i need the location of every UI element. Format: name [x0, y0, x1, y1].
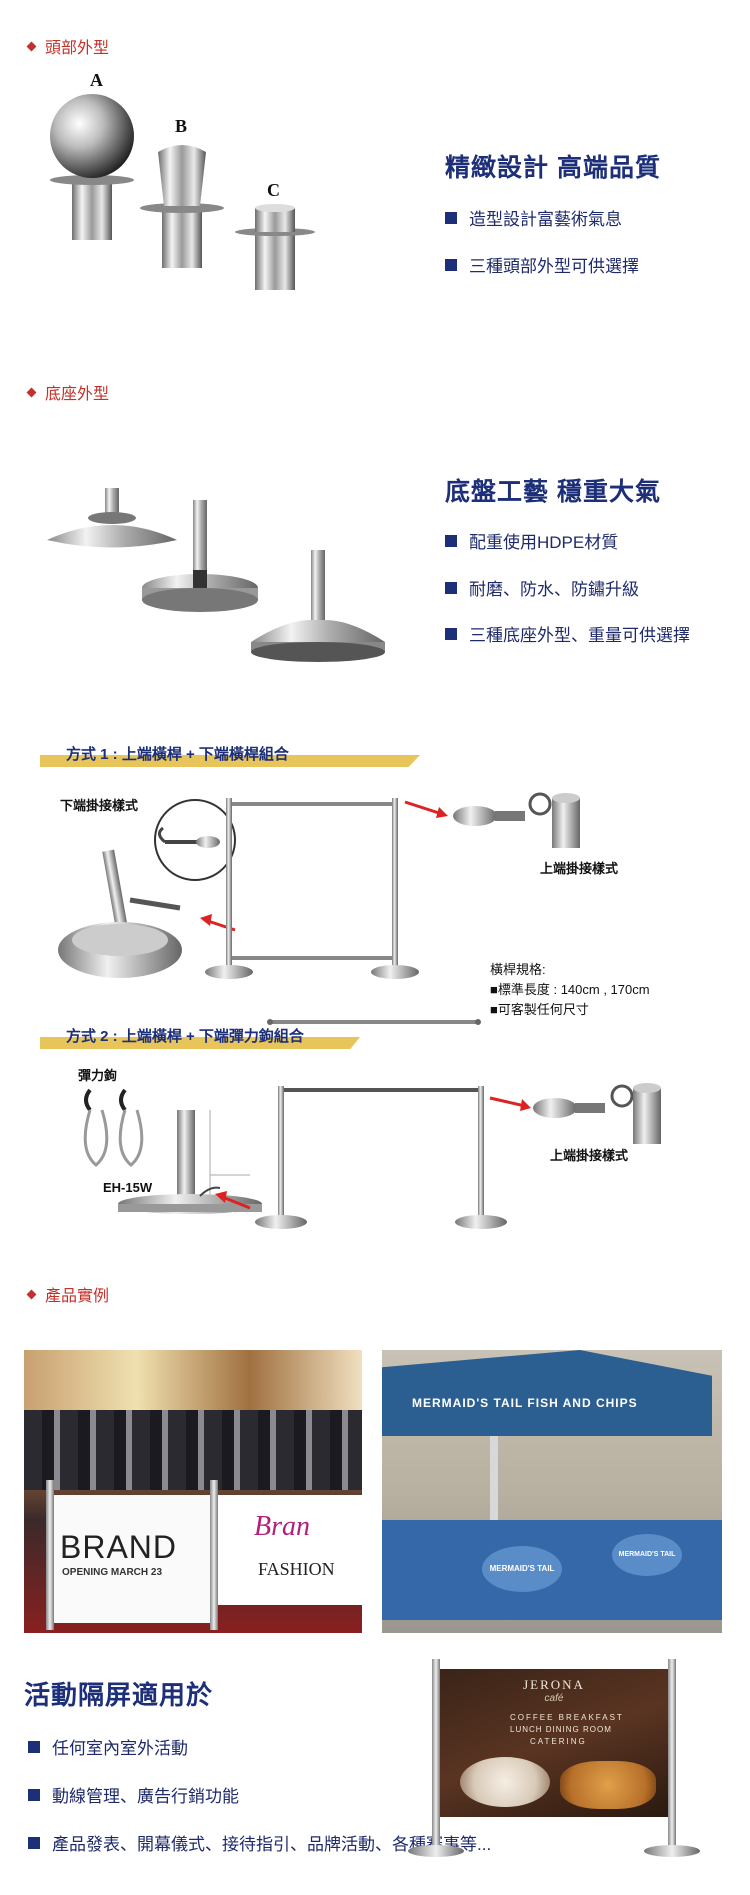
- arrow-icon: [215, 1191, 227, 1203]
- hook-icon: [84, 1088, 92, 1112]
- head-c-top: [255, 204, 295, 212]
- method1-illustration: [58, 792, 580, 1025]
- hook-model: EH-15W: [103, 1180, 153, 1195]
- base-cone-disc: [47, 525, 177, 548]
- usage-bullet: 任何室內室外活動: [28, 1734, 188, 1759]
- section-heading-text: 產品實例: [45, 1288, 110, 1305]
- base-feature-title: 底盤工藝 穩重大氣: [445, 478, 661, 506]
- head-c-letter: C: [267, 180, 280, 200]
- arrow-icon: [520, 1099, 531, 1111]
- brand-banner: BRAND OPENING MARCH 23: [54, 1495, 214, 1623]
- photo-jerona-stand: JERONA café COFFEE BREAKFAST LUNCH DININ…: [404, 1653, 704, 1863]
- arrow-icon: [200, 914, 212, 926]
- square-bullet-icon: [445, 534, 457, 547]
- jerona-banner: JERONA café COFFEE BREAKFAST LUNCH DININ…: [440, 1669, 668, 1817]
- head-feature-title: 精緻設計 高端品質: [445, 154, 661, 182]
- head-a-collar: [50, 175, 134, 185]
- section-heading-base-shapes: 底座外型: [26, 380, 110, 404]
- arrow-icon: [436, 807, 448, 818]
- base-feature-bullet: 耐磨、防水、防鏽升級: [445, 575, 639, 600]
- section-heading-text: 頭部外型: [45, 40, 110, 57]
- head-c-post: [255, 232, 295, 290]
- method1-banner: 方式 1 : 上端橫桿 + 下端橫桿組合: [40, 743, 420, 769]
- croissant: [560, 1761, 656, 1809]
- square-bullet-icon: [445, 581, 457, 594]
- method1-upper-label: 上端掛接樣式: [540, 861, 619, 876]
- head-feature-bullet: 造型設計富藝術氣息: [445, 205, 622, 230]
- diamond-icon: [26, 387, 37, 397]
- square-bullet-icon: [28, 1836, 40, 1849]
- section-heading-head-shapes: 頭部外型: [26, 34, 110, 58]
- base-shapes-illustration: [47, 488, 385, 662]
- photo-mermaid-cafe: MERMAID'S TAIL FISH AND CHIPS MERMAID'S …: [382, 1350, 722, 1633]
- section-heading-examples: 產品實例: [26, 1282, 110, 1306]
- method2-banner: 方式 2 : 上端橫桿 + 下端彈力鉤組合: [40, 1025, 360, 1051]
- head-a-ball: [50, 94, 134, 178]
- section-heading-text: 底座外型: [45, 386, 110, 403]
- fashion-banner: Bran FASHION: [214, 1495, 362, 1605]
- umbrella: [382, 1350, 712, 1436]
- method2-upper-label: 上端掛接樣式: [550, 1148, 629, 1163]
- head-shapes-illustration: A B C: [50, 70, 315, 290]
- head-b-cone: [158, 145, 206, 206]
- usage-bullet: 動線管理、廣告行銷功能: [28, 1782, 239, 1807]
- method2-title: 方式 2 : 上端橫桿 + 下端彈力鉤組合: [66, 1028, 304, 1045]
- method1-title: 方式 1 : 上端橫桿 + 下端橫桿組合: [66, 746, 289, 763]
- coffee-cup: [460, 1757, 550, 1807]
- spec-line: ■可客製任何尺寸: [490, 1002, 589, 1017]
- method2-illustration: [83, 1083, 661, 1229]
- square-bullet-icon: [445, 627, 457, 640]
- base-feature-bullet: 配重使用HDPE材質: [445, 528, 618, 553]
- spec-line: ■標準長度 : 140cm , 170cm: [490, 982, 650, 997]
- mermaid-barrier: MERMAID'S TAIL MERMAID'S TAIL: [382, 1520, 722, 1620]
- head-b-collar: [140, 203, 224, 213]
- head-a-letter: A: [90, 70, 103, 90]
- diamond-icon: [26, 1289, 37, 1299]
- diamond-icon: [26, 41, 37, 51]
- method1-lower-label: 下端掛接樣式: [60, 798, 139, 813]
- hook-label: 彈力鉤: [78, 1068, 118, 1083]
- usage-bullet: 產品發表、開幕儀式、接待指引、品牌活動、各種賽事等...: [28, 1830, 491, 1855]
- base-feature-bullet: 三種底座外型、重量可供選擇: [445, 621, 690, 646]
- crossbar-spec: 橫桿規格: ■標準長度 : 140cm , 170cm ■可客製任何尺寸: [490, 960, 650, 1020]
- head-b-letter: B: [175, 116, 187, 136]
- head-feature-bullet: 三種頭部外型可供選擇: [445, 252, 639, 277]
- head-b-post: [162, 208, 202, 268]
- base-dome: [251, 620, 385, 642]
- square-bullet-icon: [28, 1740, 40, 1753]
- photo-brand-event: BRAND OPENING MARCH 23 Bran FASHION: [24, 1350, 362, 1633]
- spec-title: 橫桿規格:: [490, 962, 546, 977]
- square-bullet-icon: [445, 258, 457, 271]
- square-bullet-icon: [445, 211, 457, 224]
- usage-title: 活動隔屏適用於: [24, 1680, 214, 1710]
- head-a-post: [72, 180, 112, 240]
- hook-icon: [119, 1088, 127, 1112]
- square-bullet-icon: [28, 1788, 40, 1801]
